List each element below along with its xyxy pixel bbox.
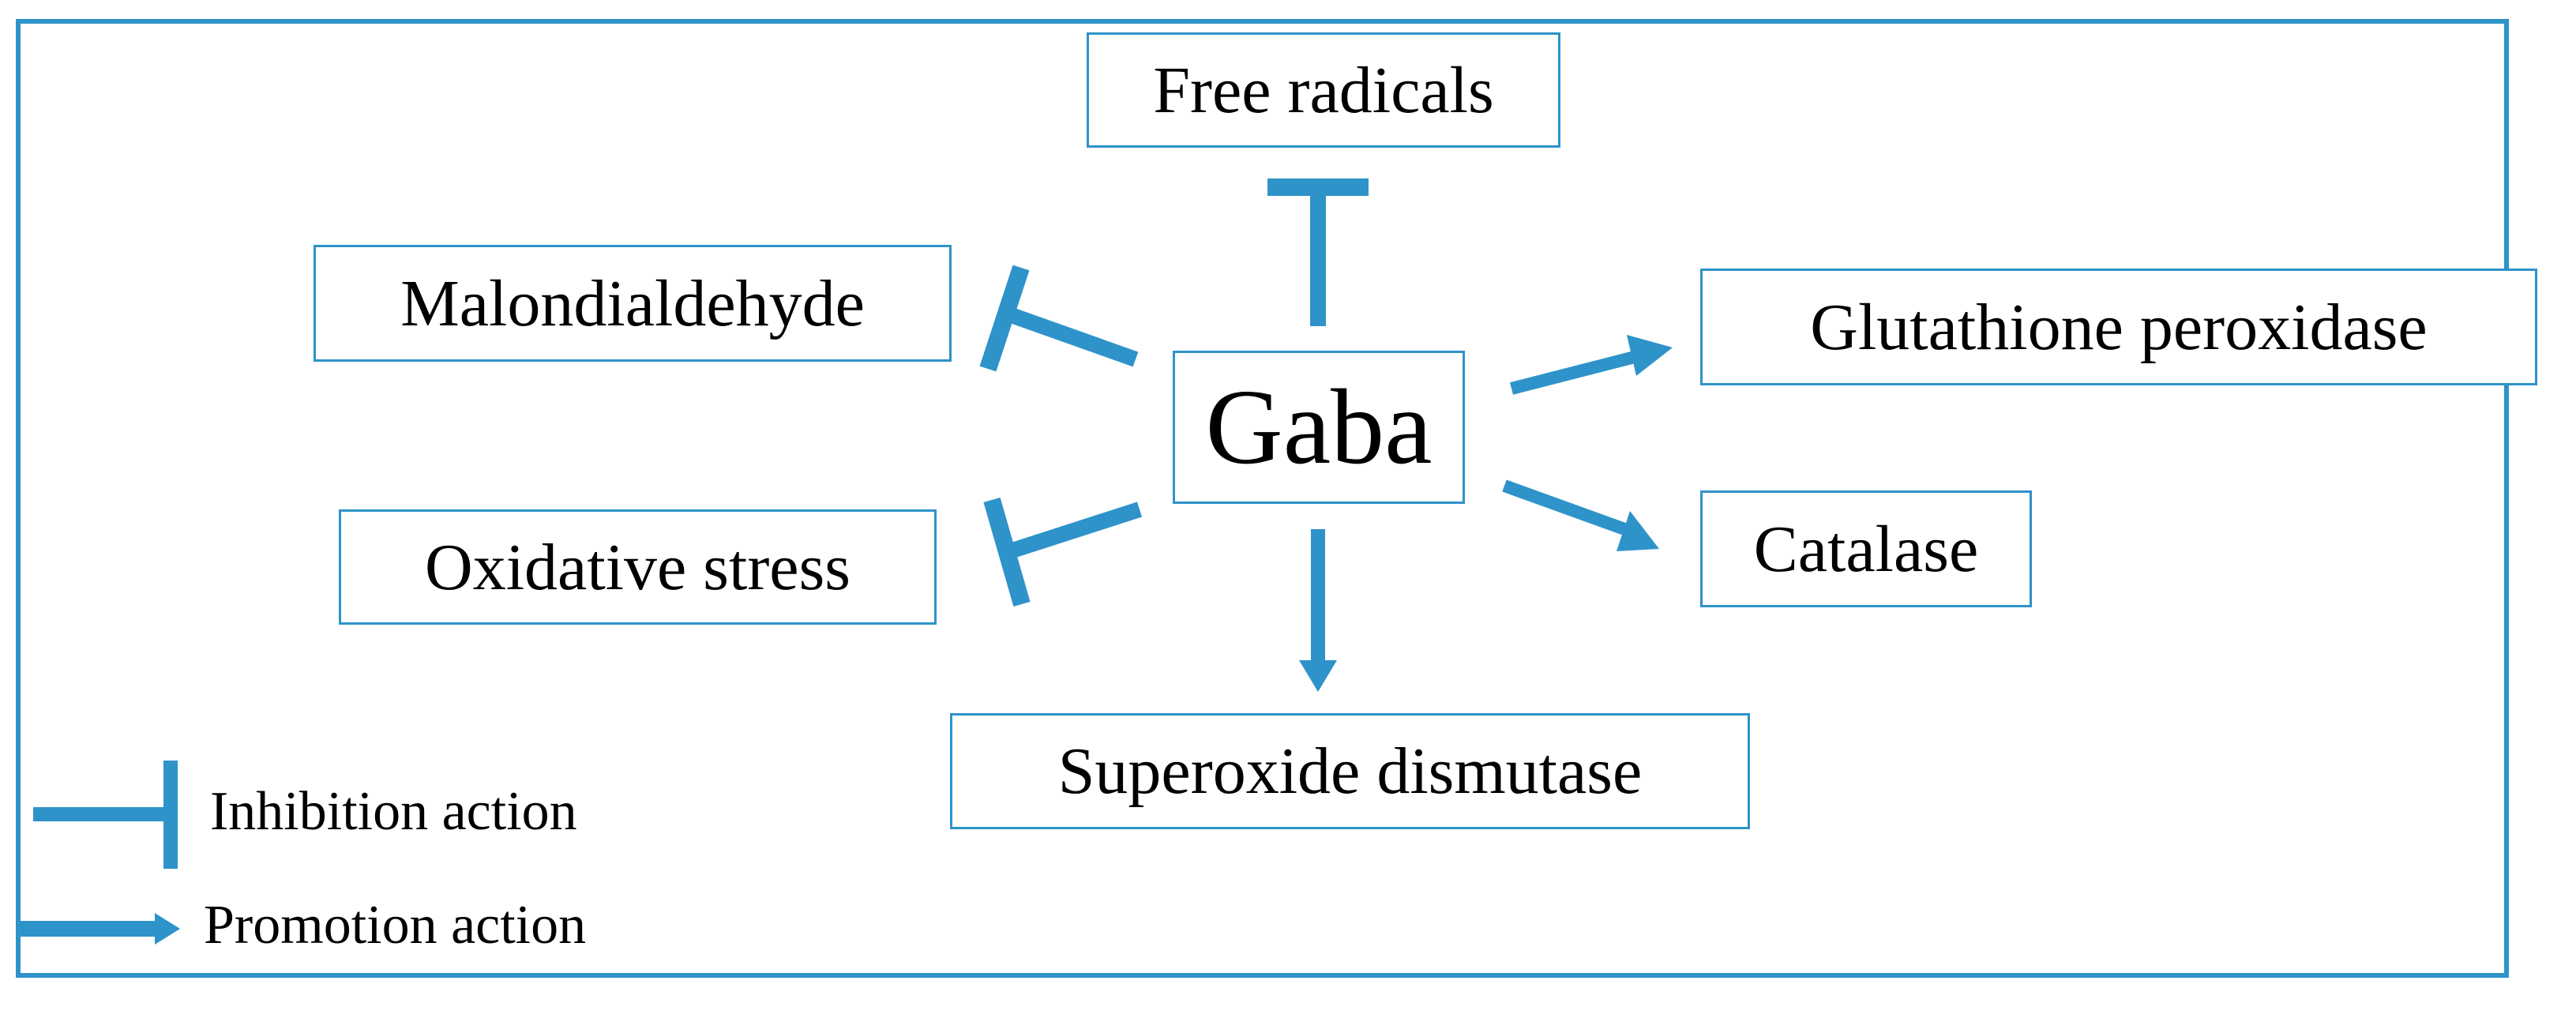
oxidative-stress-node: Oxidative stress [339,509,937,625]
promotion-arrow-catalase [1502,479,1659,551]
diagram-frame [16,19,2509,978]
legend-inhibition-symbol [33,761,178,869]
superoxide-dismutase-node: Superoxide dismutase [950,713,1750,829]
glutathione-peroxidase-node: Glutathione peroxidase [1700,269,2537,385]
legend-promotion-symbol [17,913,180,945]
catalase-node: Catalase [1700,490,2032,607]
legend-promotion-label: Promotion action [204,895,587,956]
inhibition-connector-free-radicals [1267,178,1369,326]
promotion-arrow-glutathione-peroxidase [1510,335,1673,395]
gaba-node: Gaba [1173,351,1465,504]
promotion-arrow-superoxide-dismutase [1299,529,1337,692]
inhibition-connector-oxidative-stress [983,497,1143,607]
malondialdehyde-node: Malondialdehyde [314,245,952,362]
legend-inhibition-label: Inhibition action [210,781,577,842]
free-radicals-node: Free radicals [1087,32,1560,148]
inhibition-connector-malondialdehyde [979,265,1139,372]
